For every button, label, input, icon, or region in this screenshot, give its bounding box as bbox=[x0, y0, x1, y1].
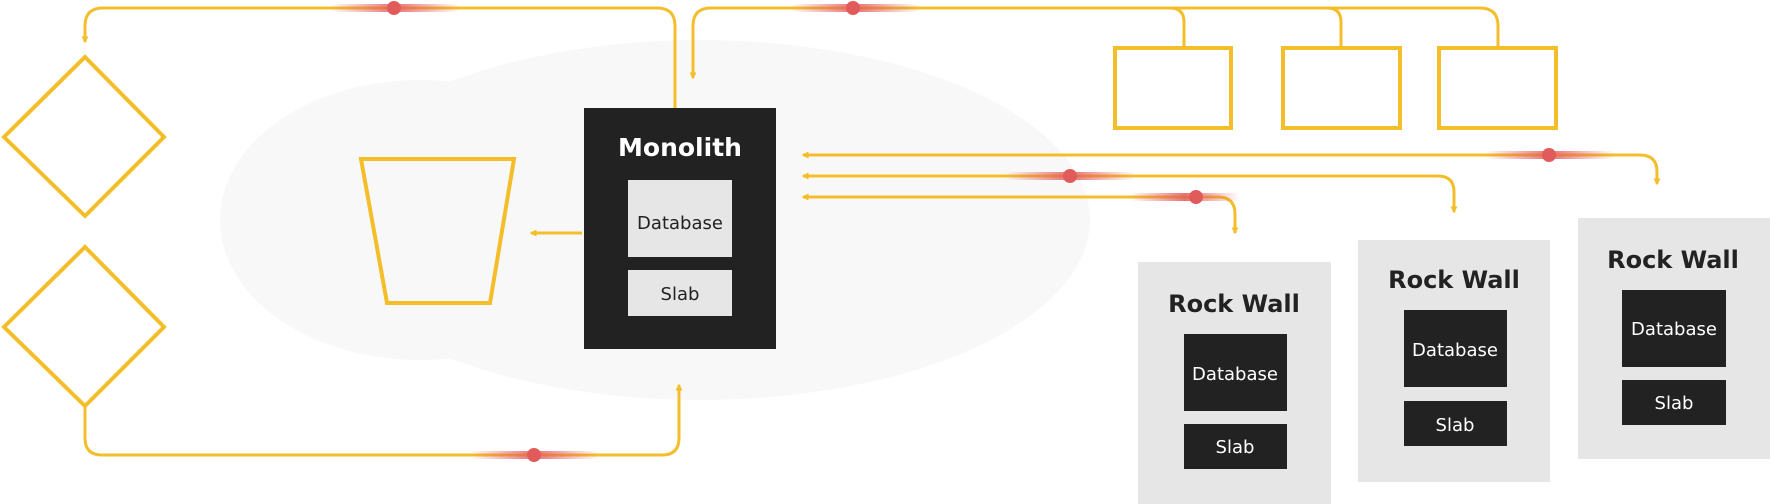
rock-wall-slab-label: Slab bbox=[1436, 415, 1475, 436]
packet-dot-icon bbox=[1005, 169, 1135, 183]
monolith-title: Monolith bbox=[618, 133, 742, 162]
monolith-slab-box bbox=[628, 270, 732, 316]
connector-monolith-rockwall-3 bbox=[801, 151, 1661, 186]
rectangle-icon bbox=[1437, 46, 1558, 130]
rock-wall-database-box bbox=[1184, 334, 1287, 411]
diamond-icon bbox=[1, 54, 167, 219]
rock-wall-database-label: Database bbox=[1192, 364, 1278, 385]
packet-dot-icon bbox=[470, 448, 600, 462]
rock-wall-block: Rock Wall Database Slab bbox=[1578, 218, 1770, 459]
monolith-database-box bbox=[628, 180, 732, 257]
rock-wall-slab-box bbox=[1404, 401, 1507, 446]
connector-rectangles-bus bbox=[689, 6, 1500, 80]
rock-wall-block: Rock Wall Database Slab bbox=[1358, 240, 1550, 482]
rock-wall-slab-box bbox=[1622, 380, 1726, 425]
rock-wall-database-label: Database bbox=[1631, 319, 1717, 340]
rock-wall-database-label: Database bbox=[1412, 340, 1498, 361]
packet-dot-icon bbox=[330, 1, 460, 15]
rock-wall-database-box bbox=[1404, 310, 1507, 387]
monolith-database-label: Database bbox=[637, 213, 723, 234]
rock-wall-title: Rock Wall bbox=[1168, 290, 1300, 318]
rock-wall-title: Rock Wall bbox=[1607, 246, 1739, 274]
packets bbox=[330, 1, 1615, 462]
connector-diamond-bottom-to-monolith bbox=[83, 383, 683, 457]
connector-rect-1-drop bbox=[1169, 6, 1186, 48]
trapezoid-icon bbox=[358, 157, 517, 305]
rock-wall-database-box bbox=[1622, 290, 1726, 367]
connector-rect-2-drop bbox=[1326, 6, 1343, 48]
connector-monolith-rockwall-2 bbox=[801, 172, 1458, 214]
rock-wall-title: Rock Wall bbox=[1388, 266, 1520, 294]
packet-dot-icon bbox=[790, 1, 920, 15]
diamond-icon bbox=[1, 244, 167, 409]
rock-wall-block: Rock Wall Database Slab bbox=[1138, 262, 1331, 504]
packet-dot-icon bbox=[1485, 148, 1615, 162]
packet-dot-icon bbox=[1130, 190, 1240, 204]
rock-wall-slab-label: Slab bbox=[1216, 437, 1255, 458]
rectangle-icon bbox=[1113, 46, 1233, 130]
monolith-block: Monolith Database Slab bbox=[584, 108, 776, 349]
rock-wall-slab-label: Slab bbox=[1655, 393, 1694, 414]
rectangle-icon bbox=[1281, 46, 1402, 130]
rock-wall-slab-box bbox=[1184, 424, 1287, 469]
monolith-slab-label: Slab bbox=[661, 284, 700, 305]
